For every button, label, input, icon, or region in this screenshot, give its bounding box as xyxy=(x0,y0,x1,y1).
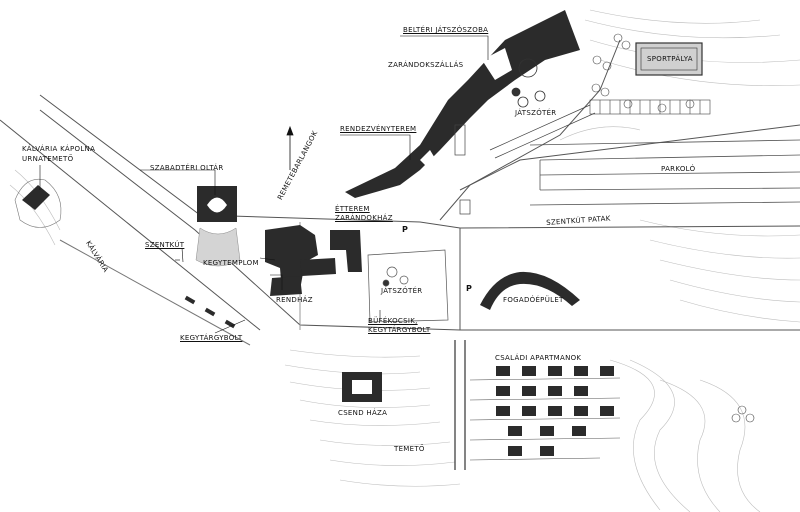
label-belteri-jatszoszoba: BELTÉRI JÁTSZÓSZOBA xyxy=(403,26,489,34)
label-jatszoter-top: JÁTSZÓTÉR xyxy=(515,109,557,117)
trees xyxy=(591,33,755,423)
label-csaladi-apartmanok: CSALÁDI APARTMANOK xyxy=(495,354,582,362)
label-zarandokhaz: ZARÁNDOKHÁZ xyxy=(335,214,393,222)
label-urnatemeto: URNATEMETŐ xyxy=(22,155,74,163)
label-csend-haza: CSEND HÁZA xyxy=(338,409,388,417)
playground-mid xyxy=(367,249,449,323)
playground-top xyxy=(511,58,546,108)
label-fogadoepulet: FOGADÓÉPÜLET xyxy=(503,296,564,304)
label-kegytargybolt-left: KEGYTÁRGYBOLT xyxy=(180,334,243,342)
label-parkolo: PARKOLÓ xyxy=(661,165,696,173)
kalvaria-stations xyxy=(184,295,236,329)
label-sportpalya: SPORTPÁLYA xyxy=(647,55,693,63)
zarandokszallas-building xyxy=(345,10,580,198)
leader-lines xyxy=(39,35,489,334)
csend-haza-building xyxy=(342,372,382,402)
label-bufekocsik: BÜFÉKOCSIK, xyxy=(368,317,418,325)
terrain-contours xyxy=(9,9,800,512)
open-air-altar xyxy=(195,186,241,267)
label-zarandokszallas: ZARÁNDOKSZÁLLÁS xyxy=(388,61,464,69)
label-kalvaria-kapolna: KÁLVÁRIA KÁPOLNA xyxy=(22,145,96,153)
label-jatszoter-mid: JÁTSZÓTÉR xyxy=(381,287,423,295)
label-rendhaz: RENDHÁZ xyxy=(276,296,313,304)
parking-marker-2: P xyxy=(466,284,472,293)
label-kegytargybolt-mid: KEGYTÁRGYBOLT xyxy=(368,326,431,334)
kalvaria-chapel xyxy=(14,178,62,228)
church-cluster xyxy=(265,225,362,296)
family-apartments xyxy=(496,366,614,456)
reception-building xyxy=(480,271,580,310)
parking-bays-diagonal xyxy=(489,104,596,159)
label-kegytemplom: KEGYTEMPLOM xyxy=(203,259,259,267)
label-temeto: TEMETŐ xyxy=(394,445,425,453)
parking-lot xyxy=(529,139,800,206)
label-szabadteri-oltar: SZABADTÉRI OLTÁR xyxy=(150,164,224,172)
sports-field xyxy=(635,42,703,76)
label-etterem: ÉTTEREM xyxy=(335,205,370,213)
parking-row xyxy=(589,99,711,115)
parking-marker-1: P xyxy=(402,225,408,234)
label-szentkut: SZENTKÚT xyxy=(145,241,185,249)
direction-arrows xyxy=(286,125,294,170)
label-rendezvenyterem: RENDEZVÉNYTEREM xyxy=(340,125,417,133)
